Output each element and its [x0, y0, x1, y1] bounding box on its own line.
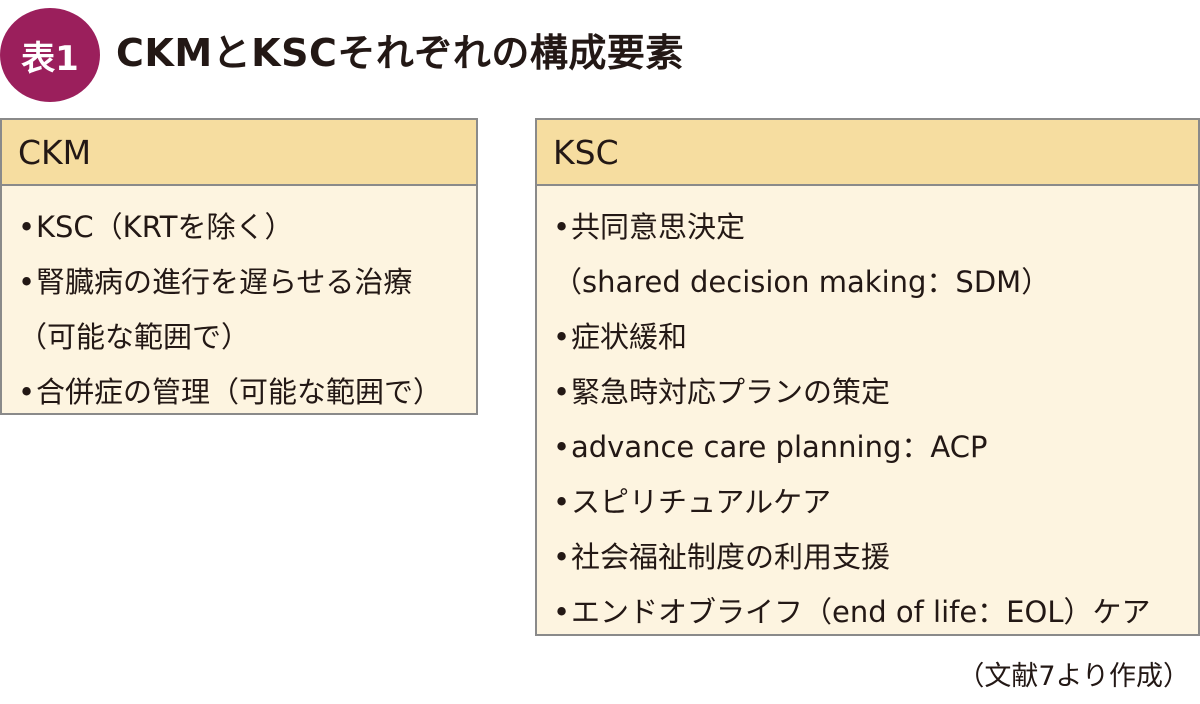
list-item: •社会福祉制度の利用支援: [553, 530, 1188, 585]
list-item: •症状緩和: [553, 310, 1188, 365]
bullet: •: [18, 375, 36, 409]
page-title: CKMとKSCそれぞれの構成要素: [116, 31, 684, 75]
bullet: •: [553, 320, 571, 354]
list-item: •KSC（KRTを除く）: [18, 200, 466, 255]
ksc-heading: KSC: [537, 120, 1198, 186]
list-item: •緊急時対応プランの策定: [553, 365, 1188, 420]
bullet: •: [553, 210, 571, 244]
list-item: •advance care planning：ACP: [553, 420, 1188, 475]
bullet: •: [553, 430, 571, 464]
item-text: 共同意思決定: [571, 210, 746, 244]
bullet: •: [553, 375, 571, 409]
bullet: •: [553, 485, 571, 519]
item-text: スピリチュアルケア: [571, 485, 832, 519]
item-text: KSC（KRTを除く）: [36, 210, 294, 244]
badge-label: 表1: [21, 38, 79, 79]
table-number-badge: 表1: [0, 8, 100, 102]
bullet: •: [553, 540, 571, 574]
item-continuation: （可能な範囲で）: [18, 320, 251, 354]
list-item: •合併症の管理（可能な範囲で）: [18, 365, 466, 420]
item-text: advance care planning：ACP: [571, 430, 988, 464]
list-item: •共同意思決定 （shared decision making：SDM）: [553, 200, 1188, 310]
list-item: •スピリチュアルケア: [553, 475, 1188, 530]
ckm-box: CKM •KSC（KRTを除く） •腎臓病の進行を遅らせる治療 （可能な範囲で）…: [0, 118, 478, 415]
item-text: 腎臓病の進行を遅らせる治療: [36, 265, 413, 299]
ckm-heading: CKM: [2, 120, 476, 186]
bullet: •: [18, 210, 36, 244]
item-text: エンドオブライフ（end of life：EOL）ケア: [571, 595, 1151, 629]
item-text: 社会福祉制度の利用支援: [571, 540, 891, 574]
source-citation: （文献7より作成）: [957, 661, 1190, 692]
list-item: •腎臓病の進行を遅らせる治療 （可能な範囲で）: [18, 255, 466, 365]
bullet: •: [18, 265, 36, 299]
bullet: •: [553, 595, 571, 629]
item-continuation: （shared decision making：SDM）: [553, 265, 1051, 299]
item-text: 症状緩和: [571, 320, 688, 354]
list-item: •エンドオブライフ（end of life：EOL）ケア: [553, 585, 1188, 640]
item-text: 緊急時対応プランの策定: [571, 375, 891, 409]
ksc-list: •共同意思決定 （shared decision making：SDM） •症状…: [537, 186, 1198, 650]
ksc-box: KSC •共同意思決定 （shared decision making：SDM）…: [535, 118, 1200, 636]
item-text: 合併症の管理（可能な範囲で）: [36, 375, 443, 409]
ckm-list: •KSC（KRTを除く） •腎臓病の進行を遅らせる治療 （可能な範囲で） •合併…: [2, 186, 476, 430]
